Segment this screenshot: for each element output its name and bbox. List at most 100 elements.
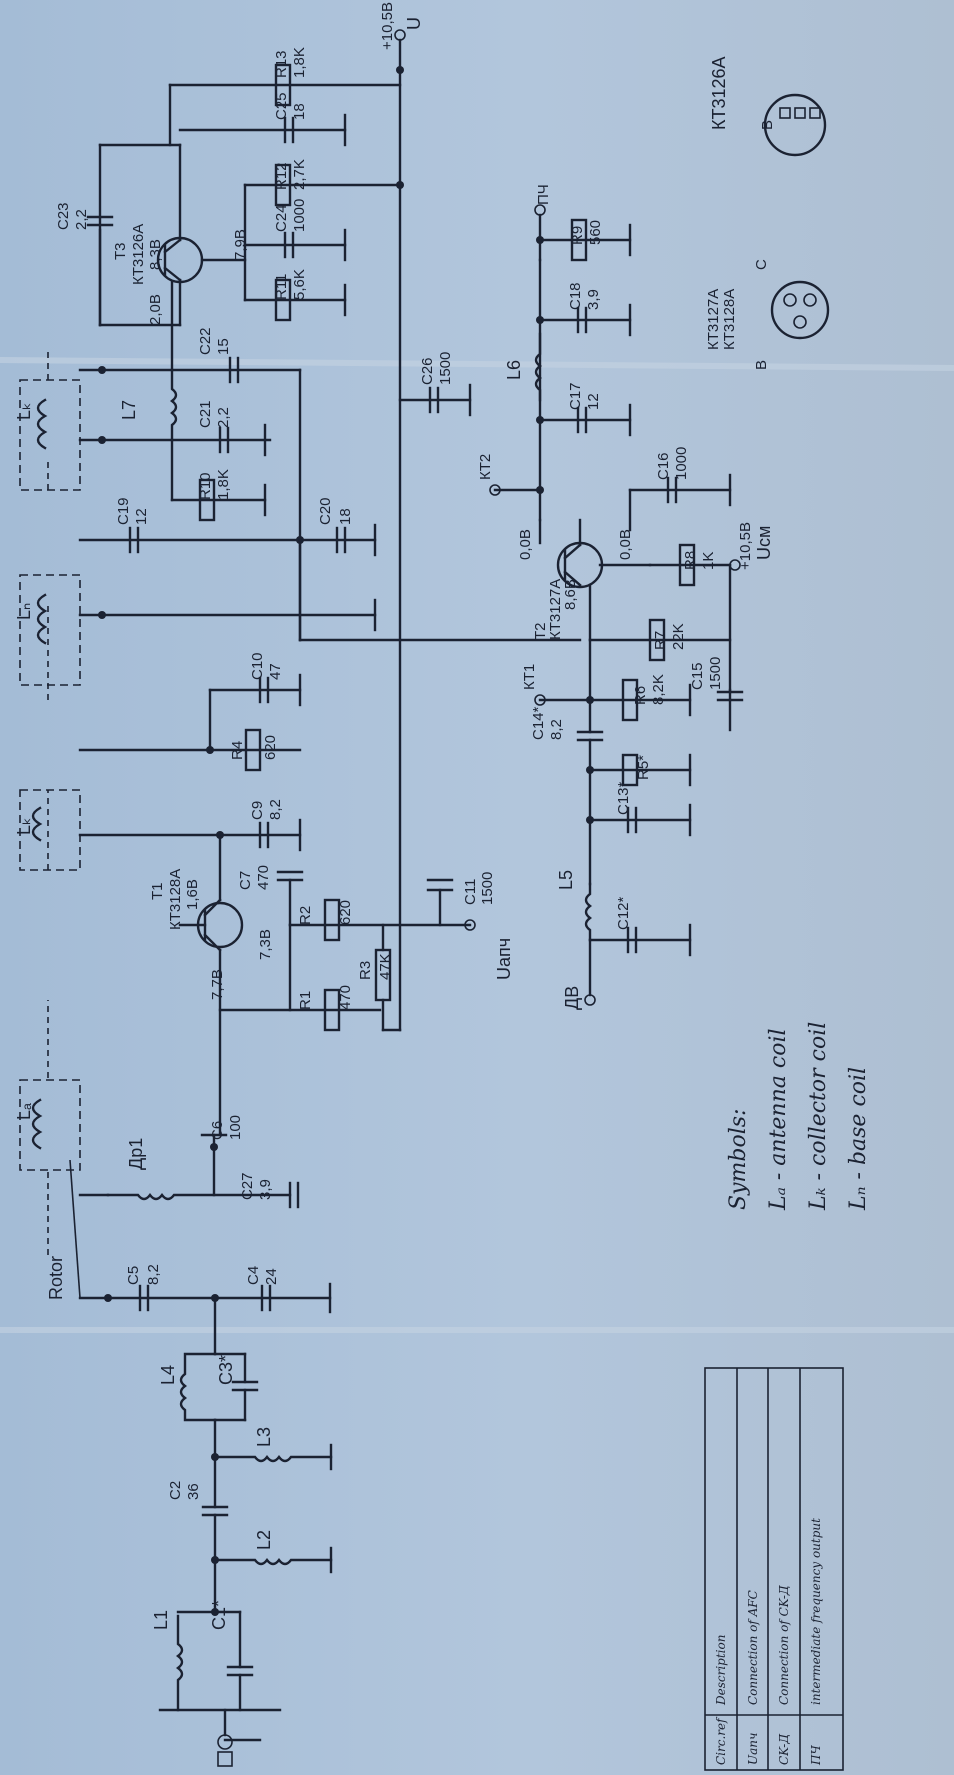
coil-lk2-label: Lₖ bbox=[14, 402, 34, 420]
r1-val: 470 bbox=[337, 985, 354, 1010]
r3-val: 47K bbox=[377, 953, 394, 980]
c4-val: 24 bbox=[263, 1268, 280, 1285]
t2-ref: T2 bbox=[532, 622, 549, 640]
pin-b-label: В bbox=[759, 120, 776, 130]
t2e-v: 0,0В bbox=[617, 529, 634, 560]
coil-box-la bbox=[19, 1079, 81, 1171]
r7-ref: R7 bbox=[652, 631, 669, 650]
antenna-connector bbox=[217, 1751, 233, 1767]
symbols-legend: Symbols: Lₐ - antenna coil Lₖ - collecto… bbox=[726, 1022, 871, 1211]
legend-title: Symbols: bbox=[726, 1109, 751, 1210]
l3-label: L3 bbox=[254, 1427, 274, 1447]
c4-ref: C4 bbox=[245, 1266, 262, 1285]
l5-label: L5 bbox=[556, 870, 576, 890]
c24-val: 1000 bbox=[291, 199, 308, 232]
pinout-kt3127a: КТ3127А КТ3128А В С bbox=[705, 259, 830, 370]
supply-top-symbol: U bbox=[404, 17, 424, 30]
c19-ref: C19 bbox=[115, 497, 132, 525]
c20-ref: C20 bbox=[317, 497, 334, 525]
kt1-label: КТ1 bbox=[521, 664, 538, 690]
t1-type: КТ3128А bbox=[167, 869, 184, 930]
c25-val: 18 bbox=[291, 103, 308, 120]
kt2-label: КТ2 bbox=[477, 454, 494, 480]
c6-ref: C6 bbox=[209, 1121, 226, 1140]
l4-label: L4 bbox=[158, 1365, 178, 1385]
t3e-v: 2,0В bbox=[147, 294, 164, 325]
c10-val: 47 bbox=[267, 663, 284, 680]
c7-val: 470 bbox=[255, 865, 272, 890]
c23-val: 2,2 bbox=[73, 209, 90, 230]
r8-ref: R8 bbox=[682, 551, 699, 570]
r5 bbox=[621, 753, 639, 787]
kt3128a-label: КТ3128А bbox=[721, 289, 738, 350]
r6-val: 8,2K bbox=[650, 674, 667, 705]
description-table: Circ.ref Description Uапч Connection of … bbox=[704, 1367, 844, 1771]
r13-val: 1,8K bbox=[291, 47, 308, 78]
legend-item-base: Lₙ - base coil bbox=[846, 1067, 871, 1211]
c23-ref: C23 bbox=[55, 202, 72, 230]
c1-label: C1* bbox=[209, 1600, 229, 1630]
uapch-label: Uапч bbox=[494, 938, 514, 980]
supply-mid-symbol: Uсм bbox=[754, 526, 774, 560]
c14-ref: C14* bbox=[530, 706, 547, 740]
r3-ref: R3 bbox=[357, 961, 374, 980]
kt3126a-label: КТ3126А bbox=[709, 56, 729, 130]
c6-val: 100 bbox=[227, 1115, 244, 1140]
l7-label: L7 bbox=[119, 400, 139, 420]
coil-box-lk1 bbox=[19, 789, 81, 871]
coil-box-lb bbox=[19, 574, 81, 686]
supply-top-label: +10,5B bbox=[379, 2, 396, 50]
r9-ref: R9 bbox=[569, 226, 586, 245]
t2c-v: 0,0В bbox=[517, 529, 534, 560]
c9-ref: C9 bbox=[249, 801, 266, 820]
r2-ref: R2 bbox=[297, 906, 314, 925]
c17-val: 12 bbox=[585, 393, 602, 410]
t3-type: КТ3126А bbox=[130, 224, 147, 285]
c18-ref: C18 bbox=[567, 282, 584, 310]
legend-item-antenna: Lₐ - antenna coil bbox=[766, 1028, 791, 1211]
pinout-kt3126a: КТ3126А В bbox=[709, 56, 827, 157]
pin-b2-label: В bbox=[753, 360, 770, 370]
table-row1-desc: Connection of AFC bbox=[746, 1590, 760, 1705]
table-header-desc: Description bbox=[714, 1635, 728, 1706]
table-row2-ref: CK-Д bbox=[777, 1734, 791, 1765]
c16-val: 1000 bbox=[673, 447, 690, 480]
supply-mid-label: +10,5B bbox=[737, 522, 754, 570]
c9-val: 8,2 bbox=[267, 799, 284, 820]
c5-val: 8,2 bbox=[145, 1264, 162, 1285]
l6-label: L6 bbox=[504, 360, 524, 380]
r7 bbox=[648, 618, 666, 662]
coil-lb-label: Lₙ bbox=[14, 603, 34, 620]
table-row3-desc: intermediate frequency output bbox=[809, 1518, 823, 1705]
c11-ref: C11 bbox=[462, 879, 479, 905]
c26-ref: C26 bbox=[419, 357, 436, 385]
t1-ref: T1 bbox=[149, 882, 166, 900]
t3-ref: T3 bbox=[112, 242, 129, 260]
t1-v: 1,6В bbox=[184, 879, 201, 910]
r12-ref: R12 bbox=[273, 162, 290, 190]
table-header-ref: Circ.ref bbox=[714, 1716, 728, 1765]
c2-ref: C2 bbox=[167, 1481, 184, 1500]
r10-ref: R10 bbox=[197, 472, 214, 500]
c19-val: 12 bbox=[133, 508, 150, 525]
c10-ref: C10 bbox=[249, 652, 266, 680]
c18-val: 3,9 bbox=[585, 289, 602, 310]
c21-ref: C21 bbox=[197, 400, 214, 428]
r12-val: 2,7K bbox=[291, 159, 308, 190]
r11-val: 5,6K bbox=[291, 269, 308, 300]
c22-val: 15 bbox=[215, 338, 232, 355]
dv-label: ДВ bbox=[562, 986, 582, 1010]
t1b-v: 7,3В bbox=[257, 929, 274, 960]
l2-label: L2 bbox=[254, 1530, 274, 1550]
coil-box-lk2 bbox=[19, 379, 81, 491]
l1-label: L1 bbox=[151, 1610, 171, 1630]
coil-la-label: Lₐ bbox=[14, 1103, 34, 1120]
c15-ref: C15 bbox=[689, 662, 706, 690]
c17-ref: C17 bbox=[567, 382, 584, 410]
r2 bbox=[323, 898, 341, 942]
r12 bbox=[274, 163, 292, 207]
r10 bbox=[198, 478, 216, 522]
t1e-v: 7,7В bbox=[209, 969, 226, 1000]
r1 bbox=[323, 988, 341, 1032]
